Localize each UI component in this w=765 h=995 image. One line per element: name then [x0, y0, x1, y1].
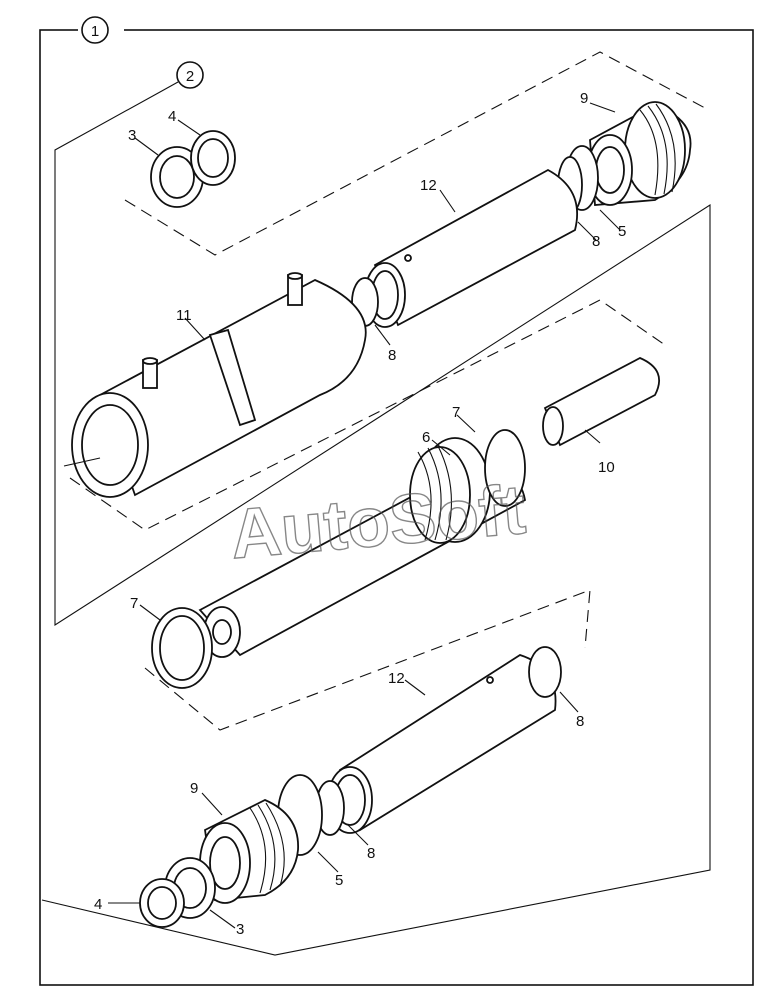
seal-kit-bracket	[41, 81, 711, 956]
label-8-d: 8	[367, 845, 375, 862]
label-10: 10	[598, 459, 615, 476]
label-8-a: 8	[592, 233, 600, 250]
label-4-top: 4	[168, 108, 176, 125]
label-9-top: 9	[580, 90, 588, 107]
label-12-bottom: 12	[388, 670, 405, 687]
gland-nut-9-top	[587, 101, 692, 206]
label-8-c: 8	[576, 713, 584, 730]
label-12-top: 12	[420, 177, 437, 194]
label-5-bottom: 5	[335, 872, 343, 889]
seal-kit-number: 2	[186, 68, 194, 85]
seal-4-top	[190, 130, 236, 186]
seal-kit-callout-circle	[176, 61, 204, 89]
label-7-b: 7	[130, 595, 138, 612]
o-ring-8-bottom-a	[528, 646, 562, 698]
label-4-bottom: 4	[94, 896, 102, 913]
label-6: 6	[422, 429, 430, 446]
seal-7-piston	[484, 429, 526, 507]
assembly-number: 1	[91, 23, 99, 40]
label-7-a: 7	[452, 404, 460, 421]
label-3-top: 3	[128, 127, 136, 144]
label-3-bottom: 3	[236, 921, 244, 938]
cylinder-tube-12-top	[364, 168, 579, 328]
assembly-callout-circle	[81, 16, 109, 44]
label-11: 11	[176, 307, 192, 324]
label-9-bottom: 9	[190, 780, 198, 797]
cylinder-barrel-11	[63, 272, 367, 498]
top-dashed-group	[124, 51, 706, 256]
bottom-dashed-group	[144, 589, 591, 731]
label-5-top: 5	[618, 223, 626, 240]
label-8-b: 8	[388, 347, 396, 364]
diagram-frame	[39, 29, 754, 986]
cylinder-tube-12-bottom	[327, 654, 557, 834]
leader-lines	[108, 102, 621, 929]
barrel-dashed-group	[69, 299, 666, 531]
